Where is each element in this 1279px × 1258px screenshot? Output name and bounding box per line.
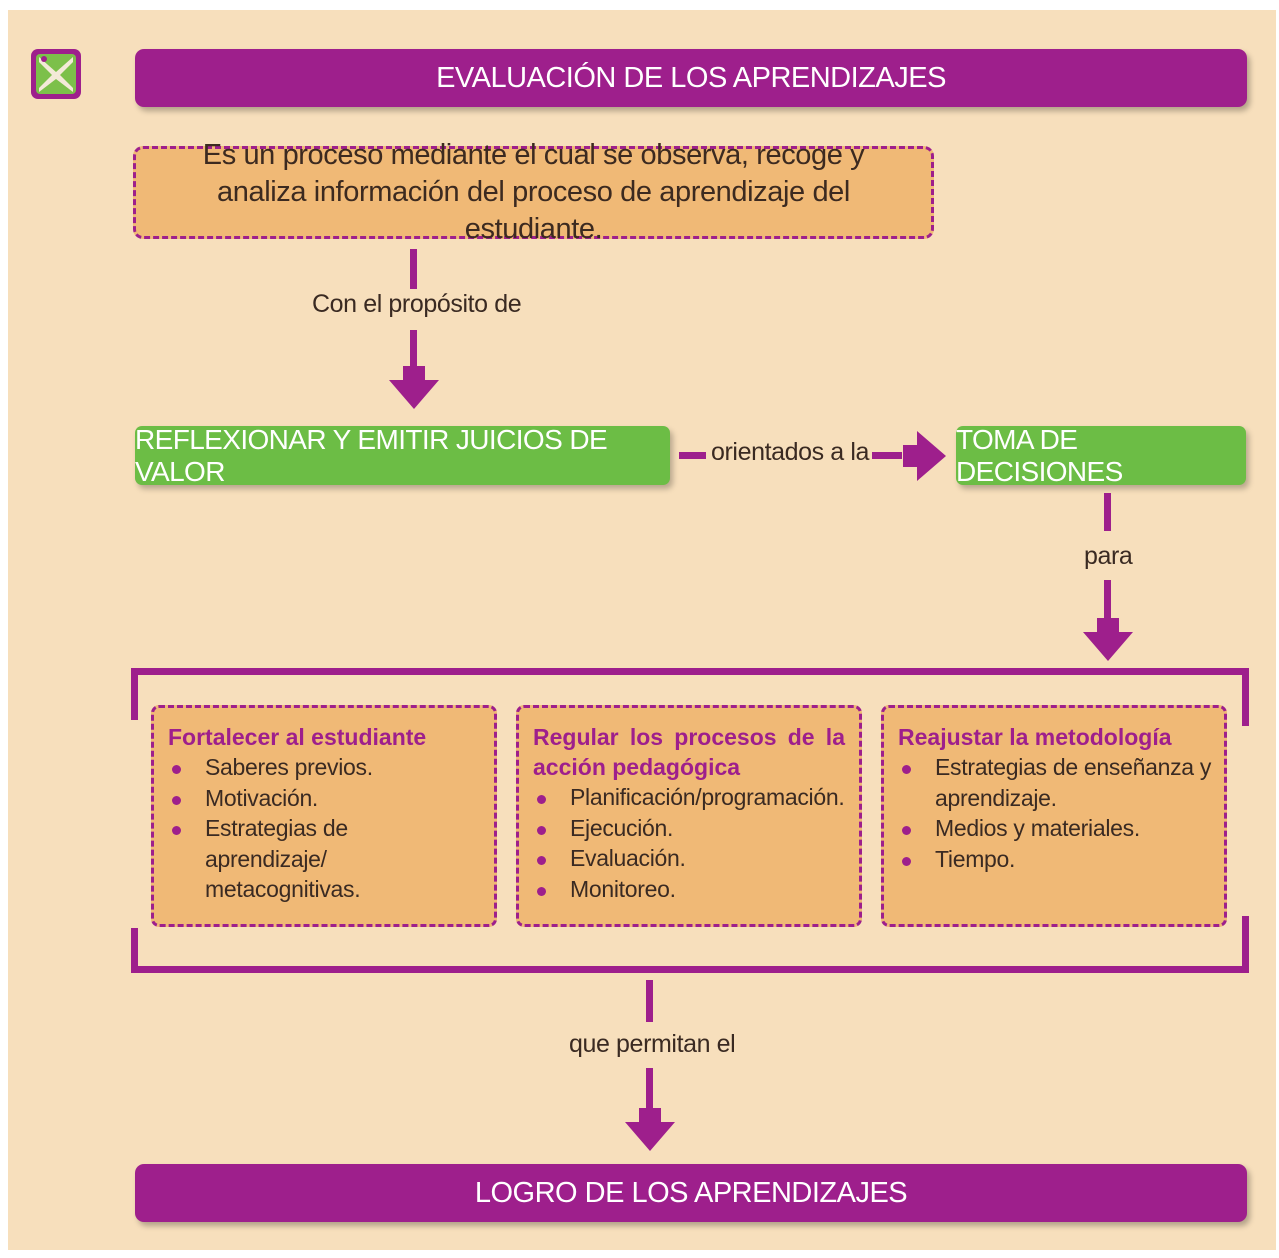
bullet-icon xyxy=(172,765,181,774)
bullet-icon xyxy=(537,825,546,835)
card-title: Fortalecer al estudiante xyxy=(168,724,427,750)
list-item: Monitoreo. xyxy=(533,874,849,905)
list-item: Ejecución. xyxy=(533,813,849,844)
card-list: Estrategias de enseñanza y aprendizaje. … xyxy=(898,752,1214,874)
list-item-text: Tiempo. xyxy=(935,845,1016,872)
bullet-icon xyxy=(537,886,546,896)
card-title: Regular los procesos de la acción pedagó… xyxy=(533,724,845,780)
bracket-top xyxy=(131,668,1249,675)
connector-line xyxy=(1104,493,1111,531)
list-item-text: Monitoreo. xyxy=(570,875,676,902)
bullet-icon xyxy=(537,856,546,865)
list-item: Estrategias de enseñanza y aprendizaje. xyxy=(898,752,1215,813)
bracket-bottom-left-arm xyxy=(131,928,138,973)
bracket-bottom-right-arm xyxy=(1242,916,1249,973)
list-item: Planificación/programación. xyxy=(533,782,849,813)
list-item-text: Motivación. xyxy=(205,784,319,811)
bullet-icon xyxy=(172,826,181,835)
list-item: Saberes previos. xyxy=(168,752,484,783)
card-fortalecer: Fortalecer al estudiante Saberes previos… xyxy=(151,705,497,927)
list-item: Evaluación. xyxy=(533,843,849,874)
connector-line xyxy=(679,452,706,459)
connector-line xyxy=(410,249,417,289)
bracket-bottom xyxy=(131,966,1249,973)
card-reajustar: Reajustar la metodología Estrategias de … xyxy=(881,705,1227,927)
reflexionar-node: REFLEXIONAR Y EMITIR JUICIOS DE VALOR xyxy=(135,423,670,487)
connector-label-proposito: Con el propósito de xyxy=(312,290,522,318)
connector-line xyxy=(410,330,417,366)
list-item-text: Evaluación. xyxy=(570,845,686,871)
connector-line xyxy=(646,980,653,1022)
bracket-top-left-arm xyxy=(131,668,138,720)
bullet-icon xyxy=(902,826,911,835)
connector-line xyxy=(872,452,902,459)
list-item: Tiempo. xyxy=(898,844,1214,875)
title-bar: EVALUACIÓN DE LOS APRENDIZAJES xyxy=(135,49,1247,107)
bullet-icon xyxy=(902,765,911,774)
bottom-title-text: LOGRO DE LOS APRENDIZAJES xyxy=(474,1176,908,1209)
list-item-text: Planificación/programación. xyxy=(570,784,845,810)
card-list: Planificación/programación. Ejecución. E… xyxy=(533,782,849,904)
list-item-text: Estrategias de aprendizaje/ metacognitiv… xyxy=(205,815,361,902)
toma-decisiones-node: TOMA DE DECISIONES xyxy=(956,423,1246,487)
bullet-icon xyxy=(172,795,181,805)
connector-line xyxy=(646,1068,653,1108)
definition-box: Es un proceso mediante el cual se observ… xyxy=(133,139,934,245)
bottom-bar: LOGRO DE LOS APRENDIZAJES xyxy=(135,1164,1247,1222)
arrow-down-icon xyxy=(624,1108,676,1157)
title-text: EVALUACIÓN DE LOS APRENDIZAJES xyxy=(436,61,946,94)
card-title: Reajustar la metodología xyxy=(898,724,1172,750)
list-item-text: Ejecución. xyxy=(570,814,674,841)
connector-line xyxy=(1104,580,1111,618)
arrow-down-icon xyxy=(388,366,440,415)
bullet-icon xyxy=(902,856,911,866)
connector-label-para: para xyxy=(1084,542,1133,570)
list-item: Medios y materiales. xyxy=(898,813,1214,844)
connector-label-permitan: que permitan el xyxy=(569,1030,736,1058)
card-regular: Regular los procesos de la acción pedagó… xyxy=(516,705,862,927)
list-item-text: Estrategias de enseñanza y aprendizaje. xyxy=(935,754,1212,811)
bracket-top-right-arm xyxy=(1242,668,1249,726)
list-item: Motivación. xyxy=(168,783,484,814)
list-item: Estrategias de aprendizaje/ metacognitiv… xyxy=(168,813,465,905)
bullet-icon xyxy=(537,795,546,804)
list-item-text: Saberes previos. xyxy=(205,754,373,780)
arrow-right-icon xyxy=(903,430,947,487)
x-person-logo-icon xyxy=(30,48,82,100)
definition-text: Es un proceso mediante el cual se observ… xyxy=(202,139,865,245)
arrow-down-icon xyxy=(1082,618,1134,667)
card-list: Saberes previos. Motivación. Estrategias… xyxy=(168,752,484,905)
reflexionar-label: REFLEXIONAR Y EMITIR JUICIOS DE VALOR xyxy=(135,423,608,487)
connector-label-orientados: orientados a la xyxy=(711,438,870,466)
list-item-text: Medios y materiales. xyxy=(935,815,1140,841)
toma-decisiones-label: TOMA DE DECISIONES xyxy=(956,423,1123,487)
